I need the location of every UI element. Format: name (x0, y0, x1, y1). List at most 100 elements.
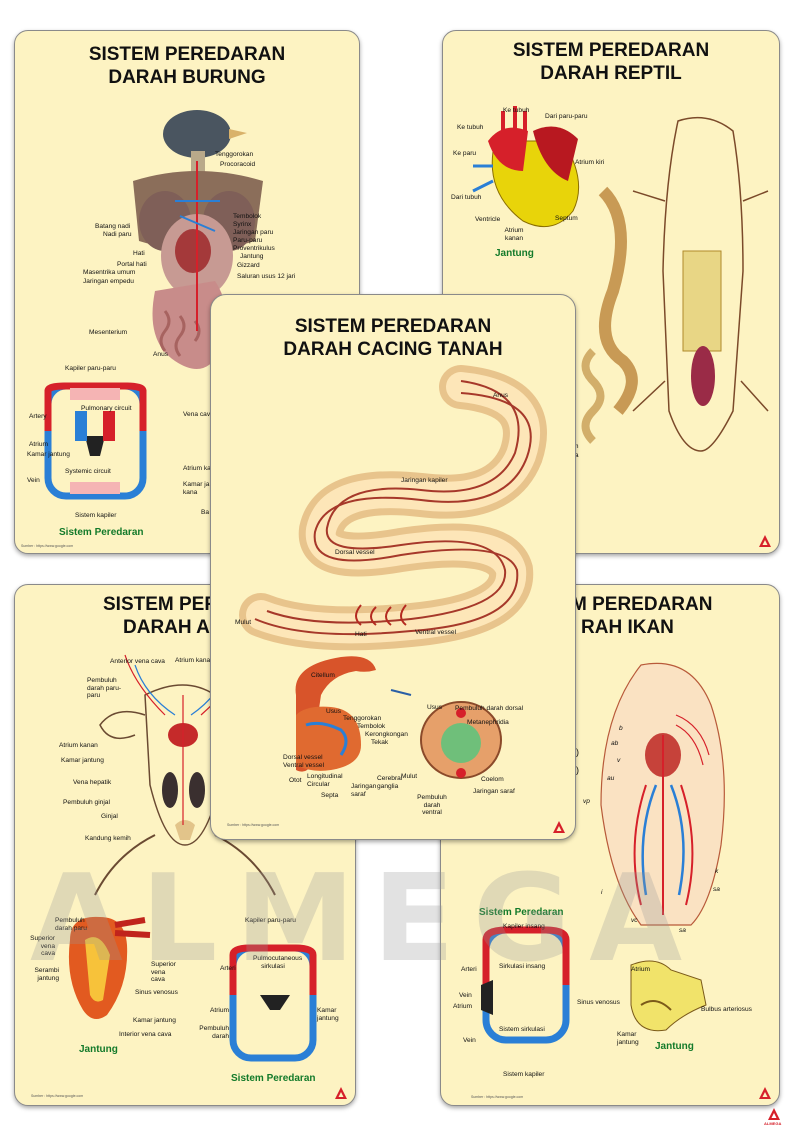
label-batang-nadi: Batang nadi (95, 223, 131, 230)
label-atrium-ka: Atrium ka (183, 465, 211, 472)
label-pulmocutaneous: Pulmocutaneous sirkulasi (253, 955, 303, 970)
label-dari-tubuh: Dari tubuh (451, 194, 482, 201)
label-dorsal-vessel: Dorsal vessel (335, 549, 375, 556)
label-pulmonary-circuit: Pulmonary circuit (81, 405, 132, 412)
label-mulut: Mulut (235, 619, 252, 626)
logo-text: ALMEGA (764, 1121, 782, 1126)
label-septum: Septum (555, 215, 578, 222)
label-ventricle: Ventricle (475, 216, 501, 223)
label-atrium-kana: Atrium kana (175, 657, 211, 664)
poster-title: SISTEM PEREDARAN DARAH CACING TANAH (283, 316, 503, 360)
bird-anatomy-illustration (44, 110, 263, 500)
label-masentrika-umum: Masentrika umum (83, 269, 136, 276)
label-b: b (619, 725, 623, 732)
label-ab: ab (611, 740, 619, 747)
label-tenggorokan: Tenggorokan (215, 151, 254, 158)
label-kamar-ja: Kamar ja kana (183, 481, 210, 496)
label-tembolok: Tembolok (357, 723, 386, 730)
label-kerongkongan: Kerongkongan (365, 731, 408, 738)
label-paru-paru: Paru-paru (233, 237, 263, 244)
label-kamar-jantung-circ: Kamar jantung (317, 1007, 339, 1022)
label-anterior-vena-cava: Anterior vena cava (110, 658, 165, 665)
label-dorsal-vessel-detail: Dorsal vessel (283, 754, 323, 761)
label-jaringan-paru: Jaringan paru (233, 229, 274, 236)
label-pembuluh-dorsal: Pembuluh darah dorsal (455, 705, 524, 712)
label-atrium-kiri: Atrium kiri (575, 159, 605, 166)
label-dari-paru: Dari paru-paru (545, 113, 588, 120)
label-k: k (715, 868, 719, 875)
label-ginjal: Ginjal (101, 813, 118, 820)
label-mesenterium: Mesenterium (89, 329, 128, 336)
label-cerebral-ganglia: Cerebral ganglia (377, 775, 403, 790)
label-tembolok: Tembolok (233, 213, 262, 220)
caption-sistem-peredaran: Sistem Peredaran (231, 1073, 316, 1084)
caption-sistem-peredaran: Sistem Peredaran (479, 907, 564, 918)
label-circular: Circular (307, 781, 330, 788)
source-text: Sumber : https://www.google.com (21, 544, 74, 548)
label-arteri: Arteri (220, 965, 236, 972)
label-vein-2: Vein (463, 1037, 476, 1044)
label-sinus-venosus: Sinus venosus (577, 999, 620, 1006)
label-tenggorokan: Tenggorokan (343, 715, 382, 722)
label-atrium: Atrium (210, 1007, 230, 1014)
label-usus-2: Usus (427, 704, 443, 711)
source-text: Sumber : https://www.google.com (227, 823, 280, 827)
label-gizzard: Gizzard (237, 262, 260, 269)
label-saluran-usus: Saluran usus 12 jari (237, 273, 296, 280)
label-atrium-heart: Atrium (631, 966, 651, 973)
label-kandung-kemih: Kandung kemih (85, 835, 131, 842)
label-kamar-jantung: Kamar jantung (61, 757, 104, 764)
label-jantung: Jantung (240, 253, 264, 260)
label-ventral-vessel: Ventral vessel (415, 629, 457, 636)
poster-bird-circulation: SISTEM PEREDARAN DARAH BURUNG Tenggoroka… (14, 30, 360, 554)
reptile-heart-illustration (472, 106, 769, 452)
label-mulut-detail: Mulut (401, 773, 418, 780)
label-kamar-jantung: Kamar jantung (617, 1031, 639, 1046)
label-jaringan-empedu: Jaringan empedu (83, 278, 134, 285)
label-anus: Anus (493, 392, 509, 399)
poster-title: SISTEM PERED DARAH AM (103, 594, 245, 638)
poster-fish-circulation: M PEREDARAN RAH IKAN b ab v au vp k sa i… (440, 584, 780, 1106)
label-vein-1: Vein (459, 992, 472, 999)
label-kamar-jantung: Kamar jantung (27, 451, 70, 458)
label-v: v (617, 757, 621, 764)
label-kapiler-paru: Kapiler paru-paru (245, 917, 296, 924)
label-anus: Anus (153, 351, 169, 358)
label-proventrikulus: Proventrikulus (233, 245, 275, 252)
label-portal-hati: Portal hati (117, 261, 147, 268)
almega-logo-icon (759, 535, 771, 547)
label-sinus-venosus: Sinus venosus (135, 989, 178, 996)
label-sistem-sirkulasi: Sistem sirkulasi (499, 1026, 545, 1033)
label-bulbus-arteriosus: Bulbus arteriosus (701, 1006, 752, 1013)
label-jaringan-saraf-2: Jaringan saraf (473, 788, 515, 795)
label-superior-vena-cava-2: Superior vena cava (151, 961, 176, 983)
label-au: au (607, 775, 615, 782)
caption-sistem-peredaran: Sistem Peredaran (59, 527, 144, 538)
label-ke-tubuh-2: Ke tubuh (457, 124, 484, 131)
label-atrium-kanan: Atrium kanan (504, 227, 524, 242)
label-superior-vena-cava-1: Superior vena cava (30, 935, 55, 957)
poster-title: M PEREDARAN RAH IKAN (571, 594, 713, 638)
label-procoracoid: Procoracoid (220, 161, 256, 168)
caption-jantung: Jantung (79, 1044, 118, 1055)
label-vena-hepatik: Vena hepatik (73, 779, 112, 786)
label-coelom: Coelom (481, 776, 504, 783)
almega-logo-icon (759, 1087, 771, 1099)
label-atrium: Atrium (29, 441, 49, 448)
label-pembuluh-darah-paru: Pembuluh darah paru (55, 917, 87, 932)
label-kapiler-insang: Kapiler insang (503, 923, 545, 930)
label-ba: Ba (201, 509, 210, 516)
label-arteri: Arteri (461, 966, 477, 973)
label-pembuluh-darah: Pembuluh darah (199, 1025, 229, 1040)
label-serambi-jantung: Serambi jantung (34, 967, 59, 982)
label-pembuluh-ginjal: Pembuluh ginjal (63, 799, 110, 806)
label-metanephridia: Metanephridia (467, 719, 509, 726)
label-kapiler-paru: Kapiler paru-paru (65, 365, 116, 372)
label-vp: vp (583, 798, 590, 805)
label-atrium-circ: Atrium (453, 1003, 473, 1010)
label-sa-2: sa (679, 927, 686, 934)
earthworm-illustration (239, 365, 547, 779)
label-citellum: Citellum (311, 672, 335, 679)
label-atrium-kanan: Atrium kanan (59, 742, 98, 749)
poster-title: SISTEM PEREDARAN DARAH REPTIL (512, 40, 710, 84)
